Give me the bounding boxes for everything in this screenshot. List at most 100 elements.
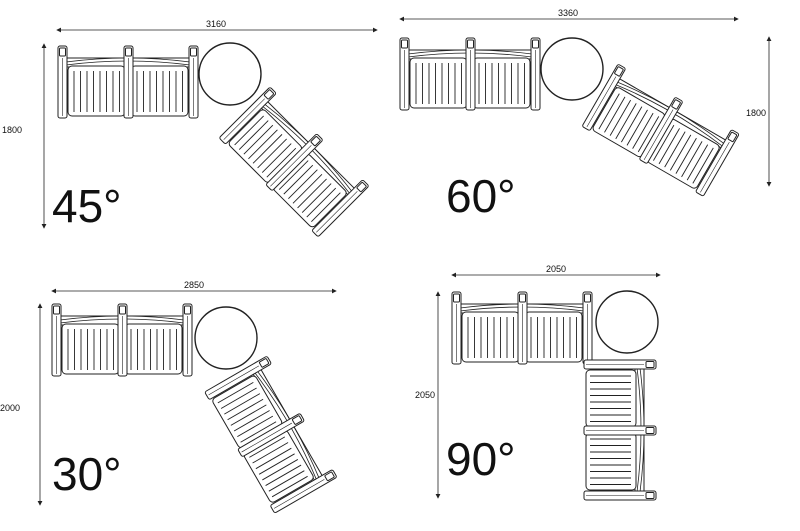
post-cap [645,427,655,434]
seat-slat [283,164,314,195]
seat-slat [681,141,703,178]
seat-slat [675,137,697,174]
seat-slat [266,147,297,178]
post-cap [53,305,60,315]
seat-slat [252,134,283,164]
seat-left [61,323,120,375]
seat-slat [598,93,620,130]
angled-bench [204,356,337,514]
seat-slat [258,453,295,475]
seat-right [472,57,531,109]
seat-slat [240,421,277,443]
seat-slat [664,131,686,168]
straight-bench [51,303,193,377]
seat-slat [632,112,654,149]
post-cap [645,361,655,368]
angle-label: 30° [52,448,122,500]
angle-label: 60° [446,170,516,222]
seat-slat [626,109,648,146]
post-cap [453,293,460,303]
seat-slat [217,381,254,404]
post-cap [119,305,126,315]
post-line [273,479,325,509]
seat-slat [220,387,257,409]
seat-slat [268,470,305,492]
seat-slat [609,99,632,136]
seat-slat [604,96,626,133]
post-line [223,98,265,140]
post-cap [310,136,321,147]
angled-bench [582,64,740,197]
round-table [540,37,604,101]
angled-bench [583,359,657,501]
post-cap [291,415,303,425]
straight-bench [399,37,541,111]
seat-slat [615,103,637,140]
seat-right [130,65,189,117]
seat-slat [265,464,302,486]
seat-left [585,369,637,428]
seat-slat [301,183,332,213]
seat-slat [252,442,289,464]
angle-label: 90° [446,433,516,485]
seat-slat [262,459,299,481]
post-cap [584,293,591,303]
variant-30: 2850 2000 30° [0,280,337,514]
post-cap [184,305,191,315]
angled-bench [219,87,369,237]
post-line [316,191,358,233]
post-cap [324,471,335,482]
straight-bench [57,45,199,119]
post-line [643,109,674,161]
variant-45: 3160 1800 45° [2,19,378,237]
seat-slat [261,143,292,173]
seat-left [67,65,126,117]
seat-slat [249,436,286,458]
post-cap [190,47,197,57]
width-dimension-label: 3360 [558,8,578,18]
seat-left [409,57,468,109]
post-cap [263,89,274,100]
seat-slat [306,187,337,218]
seat-slat [658,128,680,165]
seat-slat [257,138,287,169]
seat-slat [669,134,692,171]
height-dimension-label: 2050 [415,390,435,400]
post-cap [467,39,474,49]
post-cap [671,99,681,110]
seat-slat [637,116,660,153]
seat-right [124,323,183,375]
round-table [194,306,258,370]
seat-slat [653,124,675,161]
round-table [595,290,659,354]
seat-slat [620,106,643,143]
seat-slat [234,115,264,146]
seat-slat [224,393,261,415]
seat-slat [271,475,308,498]
seat-slat [230,404,267,426]
seat-slat [692,147,714,184]
seat-right [585,432,637,491]
width-dimension-label: 2850 [184,280,204,290]
seat-slat [288,169,318,200]
post-cap [532,39,539,49]
post-cap [59,47,66,57]
height-dimension-label: 2000 [0,403,20,413]
seat-slat [248,129,278,160]
seat-slat [278,160,309,190]
post-cap [519,293,526,303]
seat-slat [311,192,341,223]
seat-left [461,311,520,363]
seat-slat [297,178,327,209]
variant-90: 2050 2050 90° [415,264,661,501]
seat-slat [243,124,274,155]
variant-60: 3360 1800 60° [399,8,772,222]
seat-right [524,311,583,363]
post-line [586,76,617,128]
width-dimension-label: 2050 [546,264,566,274]
seat-slat [233,410,270,432]
post-line [241,422,293,453]
post-cap [727,131,738,143]
height-dimension-label: 1800 [746,108,766,118]
